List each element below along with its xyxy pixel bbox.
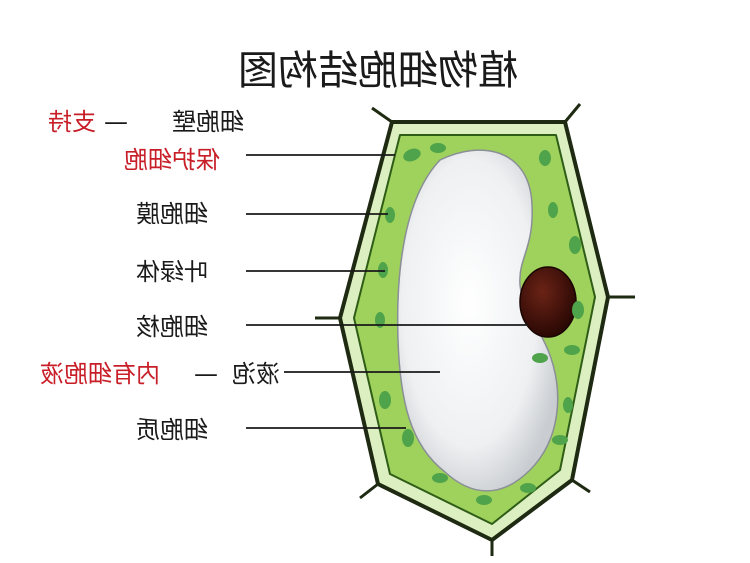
chloroplast: [403, 148, 421, 162]
chloroplast: [569, 236, 581, 254]
note-contains-cell-sap: 内有细胞液: [40, 360, 160, 388]
labels: 细胞壁 — 支持 保护细胞 细胞膜 叶绿体 细胞核 液泡 — 内有细胞液 细胞质: [40, 108, 280, 444]
chloroplast: [402, 429, 414, 447]
chloroplast: [563, 397, 573, 413]
chloroplast: [539, 150, 551, 166]
label-cell-wall: 细胞壁: [172, 108, 244, 136]
label-chloroplast: 叶绿体: [136, 258, 208, 286]
chloroplast-group: [375, 143, 584, 505]
chloroplast: [548, 202, 558, 218]
label-dash: —: [104, 108, 128, 136]
leader-lines: [246, 154, 528, 429]
chloroplast: [385, 207, 395, 223]
chloroplast: [378, 262, 388, 278]
note-protect-cell: 保护细胞: [124, 146, 220, 174]
chloroplast: [375, 312, 385, 328]
chloroplast: [552, 435, 568, 445]
label-cytoplasm: 细胞质: [136, 416, 208, 444]
label-vacuole: 液泡: [232, 360, 280, 388]
label-nucleus: 细胞核: [136, 313, 208, 341]
vacuole: [396, 149, 559, 492]
label-dash: —: [194, 360, 218, 388]
chloroplast: [564, 345, 580, 355]
chloroplast: [379, 391, 391, 409]
label-cell-membrane: 细胞膜: [136, 200, 208, 228]
chloroplast: [476, 495, 492, 505]
nucleus: [519, 266, 577, 338]
chloroplast: [520, 483, 536, 493]
diagram-title: 植物细胞结构图: [238, 48, 518, 94]
chloroplast: [532, 353, 548, 363]
note-support: 支持: [48, 108, 96, 136]
neighbor-cell-walls: [315, 103, 635, 556]
chloroplast: [430, 143, 446, 153]
chloroplast: [432, 473, 448, 483]
chloroplast: [572, 301, 584, 319]
